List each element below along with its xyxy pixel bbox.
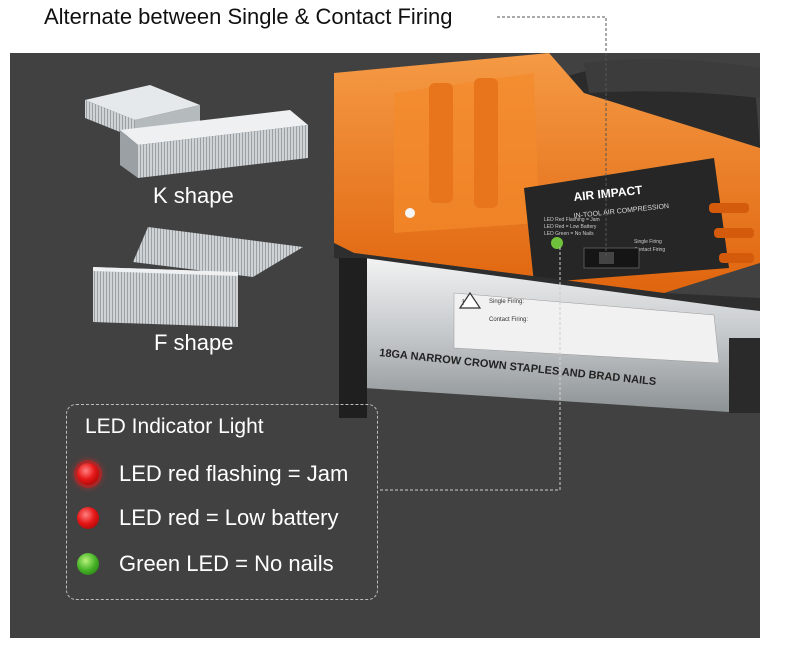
red-flashing-led-icon — [77, 463, 99, 485]
tool-led-panel-line: LED Red Flashing = Jam — [544, 217, 600, 223]
svg-text:!: ! — [462, 298, 464, 307]
red-led-icon — [77, 507, 99, 529]
k-shape-staples-image — [85, 85, 308, 178]
tool-warning-line: Single Firing: — [489, 299, 524, 305]
legend-item-label: LED red flashing = Jam — [119, 461, 349, 486]
legend-item-low-battery: LED red = Low battery — [77, 501, 339, 535]
legend-title: LED Indicator Light — [85, 415, 264, 438]
header-title: Alternate between Single & Contact Firin… — [44, 4, 453, 29]
legend-item-label: LED red = Low battery — [119, 505, 339, 530]
f-shape-brads-image — [93, 227, 303, 327]
led-legend-box: LED Indicator Light LED red flashing = J… — [66, 404, 378, 600]
nail-gun-image: AIR IMPACT IN-TOOL AIR COMPRESSION LED R… — [334, 53, 760, 418]
tool-led-light — [551, 237, 563, 249]
tool-led-panel-line: LED Green = No Nails — [544, 231, 594, 237]
tool-mode-contact-text: Contact Firing — [634, 247, 665, 253]
tool-warning-line: Contact Firing: — [489, 317, 528, 323]
legend-item-no-nails: Green LED = No nails — [77, 547, 334, 581]
k-shape-label: K shape — [153, 183, 234, 208]
legend-item-jam: LED red flashing = Jam — [77, 457, 348, 491]
legend-item-label: Green LED = No nails — [119, 551, 334, 576]
f-shape-label: F shape — [154, 330, 234, 355]
tool-led-panel-line: LED Red = Low Battery — [544, 224, 597, 230]
tool-mode-single-text: Single Firing — [634, 239, 662, 245]
green-led-icon — [77, 553, 99, 575]
